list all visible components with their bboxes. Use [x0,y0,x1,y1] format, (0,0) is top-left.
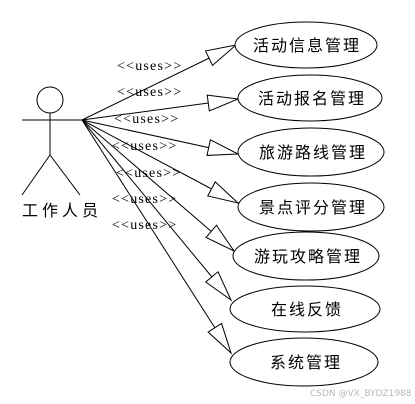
use-case-ellipse[interactable] [237,74,383,122]
use-case-ellipse[interactable] [232,231,380,281]
use-case-ellipse[interactable] [237,127,385,177]
use-case-label: 景点评分管理 [259,198,367,217]
use-case-4[interactable]: 景点评分管理 [237,182,385,232]
association-line-5 [81,119,236,253]
use-case-1[interactable]: 活动信息管理 [234,21,378,69]
use-case-5[interactable]: 游玩攻略管理 [232,231,380,281]
uses-label-7: <<uses>> [112,218,177,233]
uses-label-1: <<uses>> [117,59,182,74]
use-case-label: 旅游路线管理 [259,143,367,162]
use-case-label: 活动信息管理 [253,36,361,55]
association-line-1 [81,44,238,121]
uses-label-4: <<uses>> [112,139,177,154]
use-case-label: 系统管理 [270,353,342,372]
association-lines [81,44,240,355]
uses-label-2: <<uses>> [117,85,182,100]
use-case-label: 活动报名管理 [258,89,366,108]
actor[interactable]: 工作人员 [21,86,102,220]
use-case-label: 游玩攻略管理 [254,247,362,266]
uses-label-6: <<uses>> [112,192,177,207]
uses-label-3: <<uses>> [114,112,179,127]
uses-label-5: <<uses>> [116,166,181,181]
use-case-ellipse[interactable] [229,285,381,333]
watermark: CSDN @VX_BYDZ1988 [310,389,412,399]
actor-head [36,86,64,114]
association-line-3 [81,119,240,156]
use-case-ellipse[interactable] [237,182,385,232]
association-line-4 [81,119,240,204]
use-case-ellipse[interactable] [234,21,378,69]
use-case-6[interactable]: 在线反馈 [229,285,381,333]
use-case-label: 在线反馈 [271,300,343,319]
use-cases: 活动信息管理 活动报名管理 旅游路线管理 景点评分管理 游玩攻略管理 在线反馈 … [229,21,385,387]
use-case-2[interactable]: 活动报名管理 [237,74,383,122]
use-case-3[interactable]: 旅游路线管理 [237,127,385,177]
use-case-7[interactable]: 系统管理 [229,337,379,387]
use-case-ellipse[interactable] [229,337,379,387]
relation-labels: <<uses>> <<uses>> <<uses>> <<uses>> <<us… [112,59,182,233]
actor-right-leg [49,154,81,196]
association-line-2 [81,94,240,121]
association-line-7 [81,119,233,355]
actor-label: 工作人员 [22,201,102,220]
actor-left-leg [21,154,51,196]
association-line-6 [81,119,233,302]
